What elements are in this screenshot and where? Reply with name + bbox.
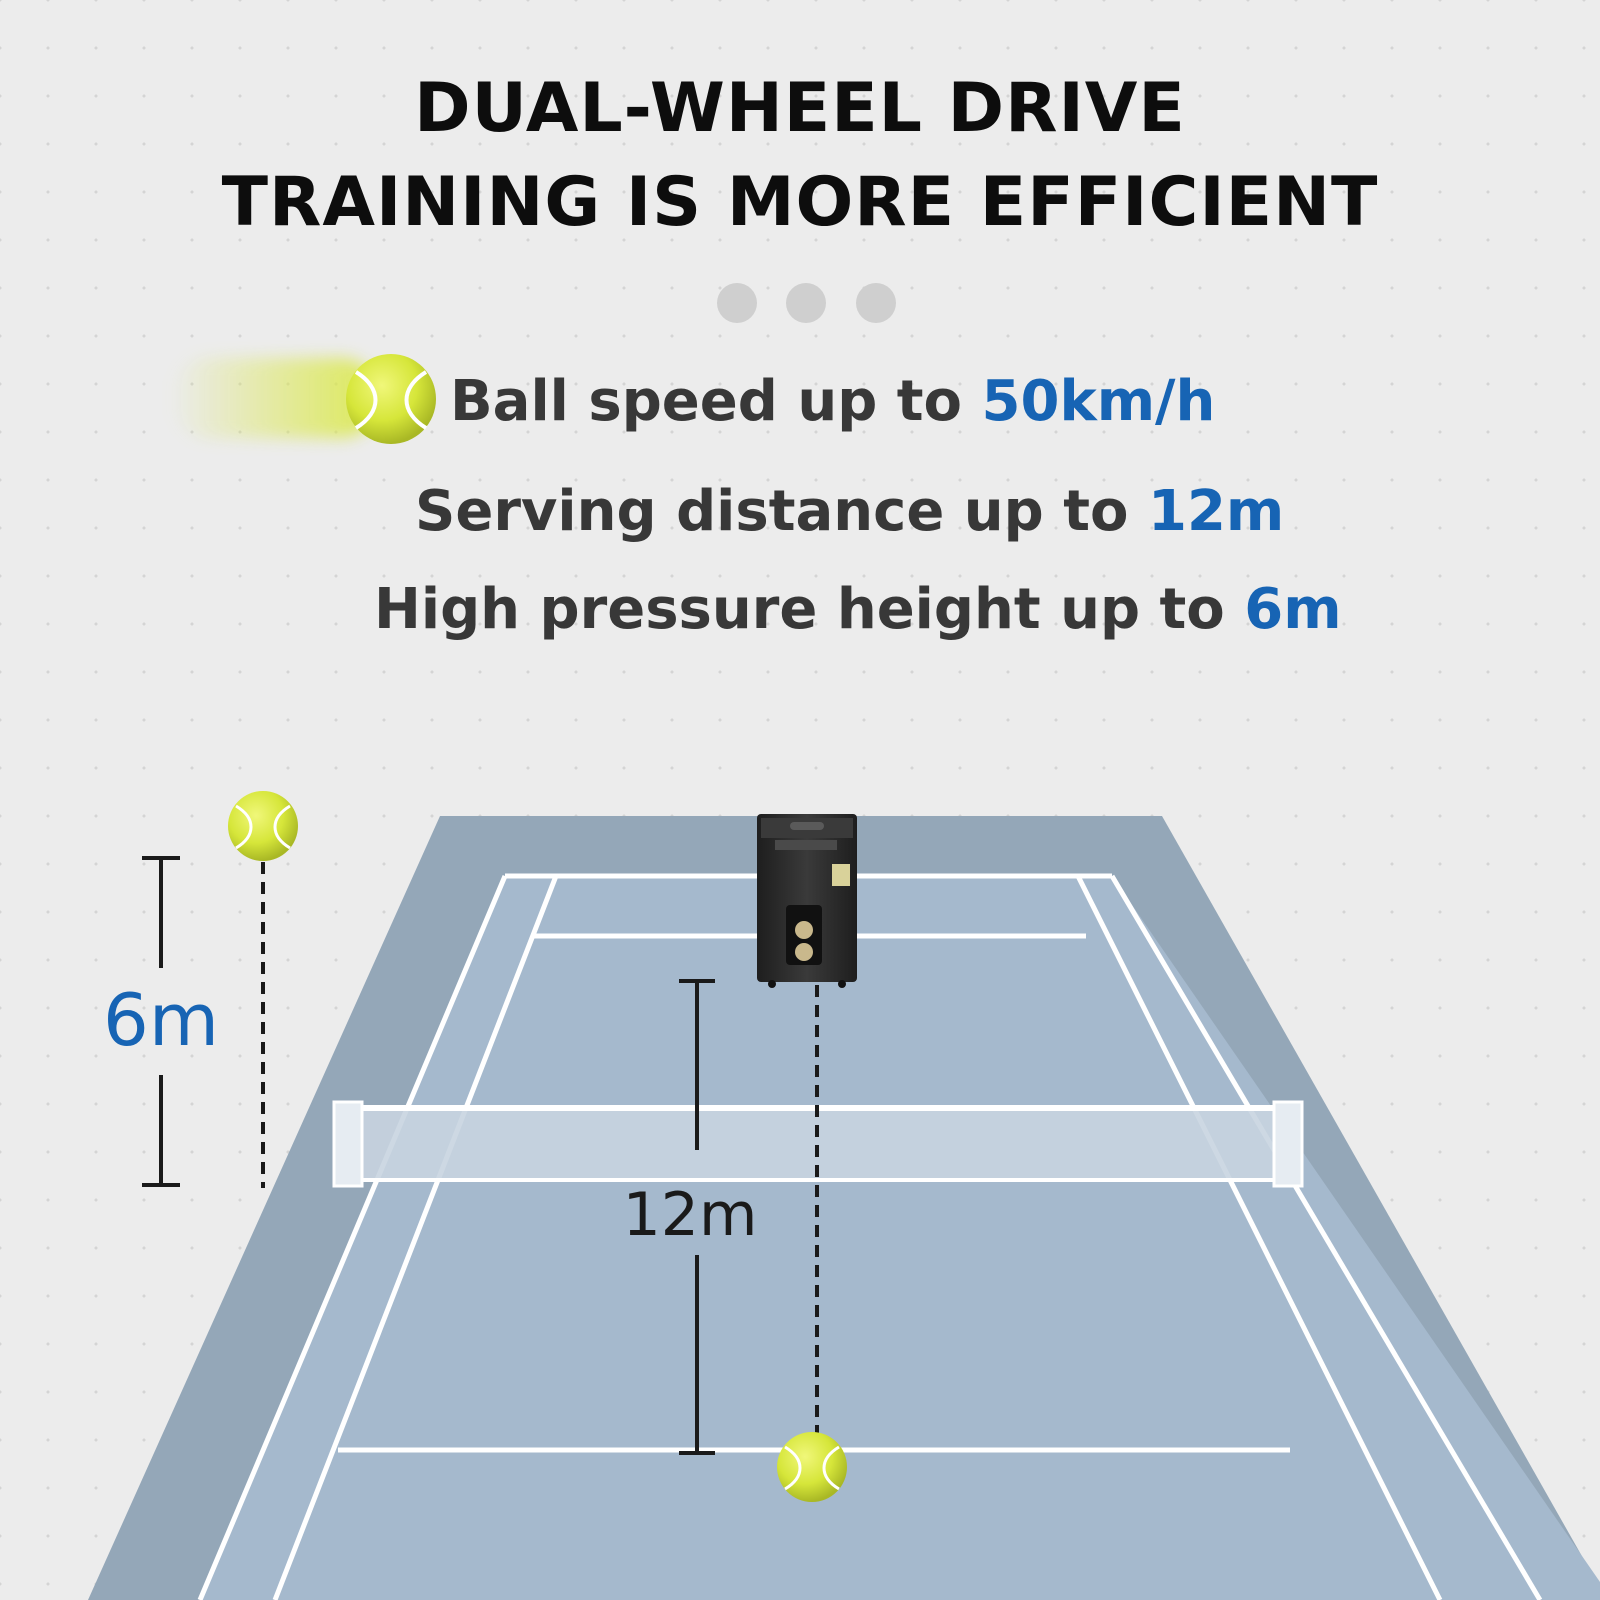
ball-landed (777, 1432, 847, 1502)
height-dimension (142, 856, 180, 1187)
feature-ball-speed-text: Ball speed up to (450, 369, 982, 434)
feature-serving-distance: Serving distance up to 12m (415, 480, 1284, 544)
distance-label: 12m (623, 1180, 758, 1250)
dot-3 (856, 283, 896, 323)
feature-ball-speed-value: 50km/h (981, 369, 1216, 434)
distance-dimension (679, 979, 715, 1455)
ball-speed-trail (170, 358, 380, 438)
machine-body (757, 814, 857, 982)
tennis-ball-icon (346, 354, 436, 444)
feature-serving-distance-text: Serving distance up to (415, 479, 1148, 544)
machine-wheel-bottom (795, 943, 813, 961)
singles-line-left (272, 875, 559, 1600)
carousel-dots (717, 283, 897, 323)
ball-machine-icon (757, 814, 857, 988)
sideline-left (197, 875, 508, 1600)
net (332, 1100, 1304, 1188)
feature-pressure-height-value: 6m (1244, 577, 1342, 642)
dot-2 (786, 283, 826, 323)
feature-pressure-height-text: High pressure height up to (374, 577, 1245, 642)
court-lines (197, 873, 1543, 1600)
headline-line-1: DUAL-WHEEL DRIVE (414, 69, 1186, 148)
headline: DUAL-WHEEL DRIVE TRAINING IS MORE EFFICI… (0, 62, 1600, 250)
machine-label (775, 840, 837, 850)
sideline-right (1109, 874, 1543, 1600)
dot-1 (717, 283, 757, 323)
machine-sticker (832, 864, 850, 886)
feature-serving-distance-value: 12m (1147, 479, 1285, 544)
height-label: 6m (103, 978, 219, 1062)
feature-pressure-height: High pressure height up to 6m (374, 578, 1342, 642)
tennis-ball-icon (777, 1432, 847, 1502)
court-inner (200, 876, 1600, 1600)
net-post-right (1272, 1100, 1304, 1188)
feature-ball-speed: Ball speed up to 50km/h (450, 370, 1215, 434)
tennis-ball-icon (228, 791, 298, 861)
machine-foot-right (838, 980, 846, 988)
ball-speed (346, 354, 436, 444)
net-mesh (342, 1108, 1282, 1180)
machine-wheel-top (795, 921, 813, 939)
machine-handle (790, 822, 824, 830)
machine-foot-left (768, 980, 776, 988)
singles-line-right (1075, 874, 1443, 1600)
ball-high (228, 791, 298, 861)
net-post-left (332, 1100, 364, 1188)
headline-line-2: TRAINING IS MORE EFFICIENT (221, 163, 1379, 242)
